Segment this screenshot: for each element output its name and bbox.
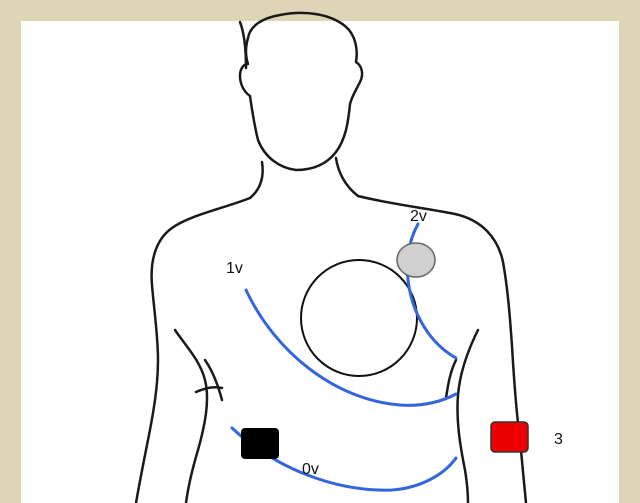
heart-circle [301,260,417,376]
hair-outline [240,22,246,68]
label-2v: 2v [410,208,427,225]
label-0v: 0v [302,461,319,478]
right-inner-arm [446,360,456,398]
left-shoulder-arm [136,198,250,503]
right-torso-side [457,330,478,503]
label-3: 3 [554,431,563,448]
body-outline [136,13,526,503]
neck-left [250,162,263,198]
black-electrode [241,428,279,459]
left-torso-side [175,330,207,503]
red-electrode [491,422,528,452]
gray-electrode [397,243,435,277]
head-outline [240,13,362,170]
label-1v: 1v [226,260,243,277]
neck-right [336,158,358,196]
